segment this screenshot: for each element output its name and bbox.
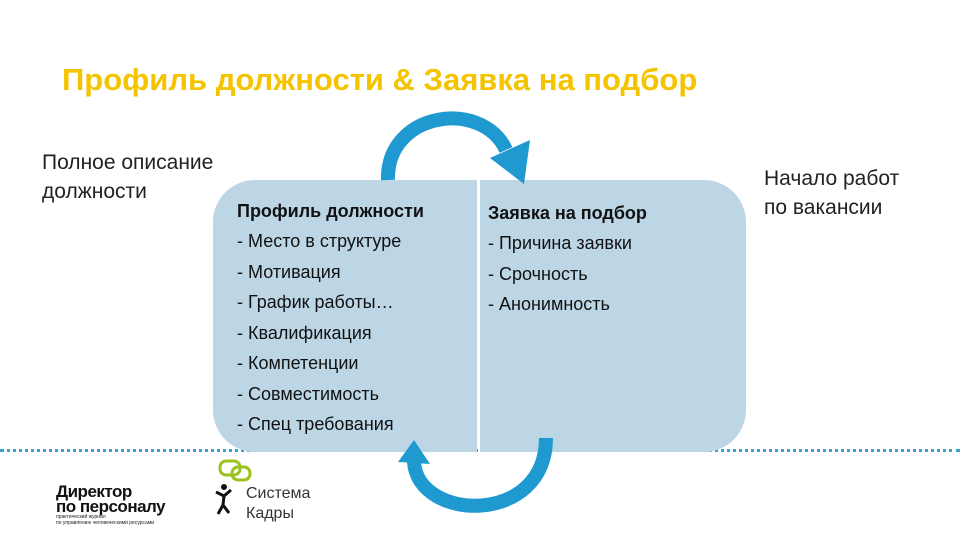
sistema-logo-line: Система (246, 485, 311, 502)
top-arrowhead-icon (490, 140, 530, 184)
director-logo-line: Директор (56, 482, 132, 501)
director-tagline: по управлению человеческими ресурсами (56, 520, 155, 526)
bottom-arc-arrow (407, 437, 553, 513)
bottom-arrowhead-icon (398, 440, 430, 464)
director-logo: Директор по персоналу практический журна… (56, 482, 196, 526)
left-caption: Полное описание должности (42, 148, 213, 206)
profile-heading: Профиль должности (237, 201, 424, 221)
sistema-logo-line: Кадры (246, 505, 294, 522)
request-panel: Заявка на подбор - Причина заявки - Сроч… (480, 180, 746, 452)
profile-panel: Профиль должности - Место в структуре - … (213, 180, 477, 452)
slide-title: Профиль должности & Заявка на подбор (62, 62, 698, 97)
left-caption-line: должности (42, 180, 147, 203)
right-caption-line: по вакансии (764, 196, 883, 219)
left-caption-line: Полное описание (42, 151, 214, 174)
right-caption: Начало работ по вакансии (764, 164, 899, 222)
list-item: - Причина заявки (488, 233, 632, 253)
list-item: - Квалификация (237, 322, 372, 343)
right-caption-line: Начало работ (764, 167, 900, 190)
speech-bubble-person-icon (215, 459, 252, 515)
director-logo-line: по персоналу (56, 497, 166, 516)
request-heading: Заявка на подбор (488, 203, 647, 223)
request-list: - Причина заявки - Срочность - Анонимнос… (488, 228, 647, 320)
list-item: - Место в структуре (237, 231, 402, 251)
top-arc-arrow (380, 111, 513, 181)
list-item: - Компетенции (237, 353, 359, 373)
list-item: - График работы… (237, 292, 394, 312)
list-item: - Совместимость (237, 383, 380, 404)
profile-list: - Место в структуре - Мотивация - График… (237, 226, 424, 440)
list-item: - Мотивация (237, 261, 341, 282)
director-tagline: практический журнал (56, 514, 106, 520)
list-item: - Срочность (488, 263, 588, 284)
list-item: - Спец требования (237, 414, 394, 434)
list-item: - Анонимность (488, 294, 610, 314)
sistema-kadry-logo: Система Кадры (214, 458, 310, 525)
